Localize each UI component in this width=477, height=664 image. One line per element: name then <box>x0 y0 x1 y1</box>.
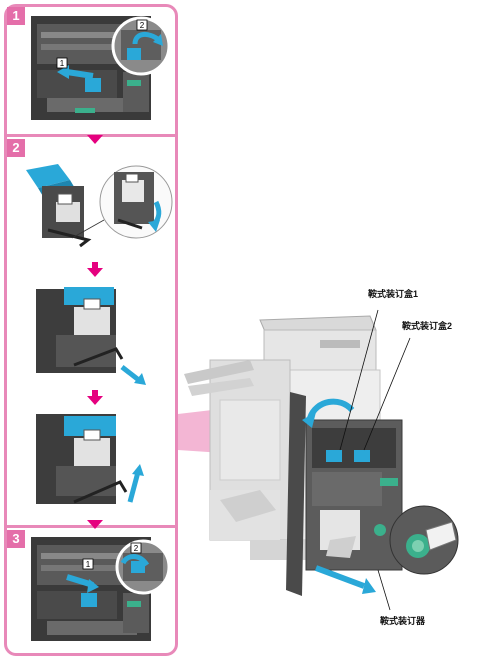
step-2-badge: 2 <box>7 139 25 157</box>
down-arrow-shaft <box>92 390 98 397</box>
svg-text:1: 1 <box>60 59 65 68</box>
down-arrow <box>87 135 103 144</box>
step-3-illustration: 1 2 <box>31 537 171 641</box>
step-2-insert-illustration <box>36 414 144 504</box>
step-2-remove-illustration <box>26 164 173 248</box>
down-arrow-shaft <box>92 262 98 269</box>
step-1-badge: 1 <box>7 7 25 25</box>
svg-text:2: 2 <box>140 21 145 30</box>
label-saddle-stapler: 鞍式装订器 <box>380 616 426 626</box>
step-3-badge: 3 <box>7 530 25 548</box>
svg-text:1: 1 <box>86 560 91 569</box>
label-saddle-cartridge-1: 鞍式装订盒1 <box>368 289 419 299</box>
machine-illustration <box>184 309 459 611</box>
down-arrow <box>87 268 103 277</box>
down-arrow <box>87 396 103 405</box>
down-arrow <box>87 520 103 529</box>
svg-text:2: 2 <box>134 544 139 553</box>
step-1-illustration: 1 2 <box>27 10 173 130</box>
label-saddle-cartridge-2: 鞍式装订盒2 <box>402 321 453 331</box>
step-2-pull-illustration <box>36 287 146 385</box>
